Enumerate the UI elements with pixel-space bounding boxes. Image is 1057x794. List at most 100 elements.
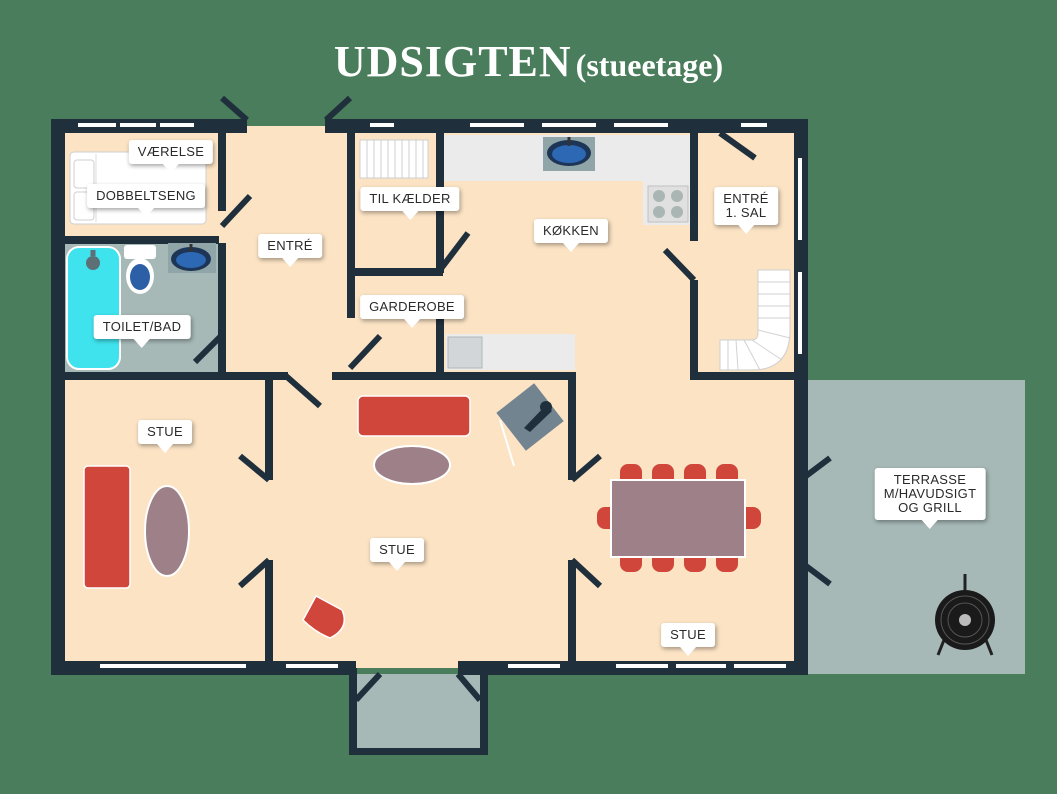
sofa-icon <box>357 395 471 437</box>
door <box>570 453 602 483</box>
wall-stair-hall-top <box>690 133 698 241</box>
lamp-joint <box>540 401 552 413</box>
door <box>323 95 353 123</box>
label-toilet-bad: TOILET/BAD <box>93 315 191 348</box>
wall-bath-entry <box>218 243 226 379</box>
stove-top <box>647 185 689 223</box>
wall-living-left-top <box>265 378 273 480</box>
wall-cellar-left <box>347 133 355 269</box>
wall-dining-top <box>568 378 576 480</box>
toilet-tank <box>124 245 156 259</box>
sofa-left <box>83 465 131 589</box>
coffee-table-top <box>373 445 451 485</box>
title-main: UDSIGTEN <box>333 37 572 86</box>
grill-vent <box>959 614 971 626</box>
armchair-icon <box>302 594 345 639</box>
grill-ring <box>947 602 983 638</box>
dining-table <box>610 479 746 558</box>
kitchen-sink-water <box>552 145 586 163</box>
windows <box>78 123 802 668</box>
toilet-seat <box>130 264 150 290</box>
label-kokken: KØKKEN <box>534 219 608 252</box>
outer-wall-left <box>51 119 65 675</box>
pillow <box>73 159 95 189</box>
spiral-stair-steps <box>727 281 791 371</box>
sink-icon <box>168 243 216 273</box>
sofa-top <box>357 395 471 437</box>
wall-mid-center <box>332 372 576 380</box>
wall-mid-right <box>690 372 802 380</box>
grill-leg <box>936 639 946 656</box>
window <box>160 123 194 127</box>
door <box>718 130 757 161</box>
door <box>662 247 697 283</box>
dining-table-icon <box>597 464 761 572</box>
wall-wardrobe-left <box>347 276 355 318</box>
bath-sink-water <box>176 252 206 268</box>
door <box>284 373 322 409</box>
cellar-stairs <box>359 139 429 179</box>
window <box>616 664 668 668</box>
window <box>798 272 802 354</box>
fridge <box>447 336 483 369</box>
window <box>798 158 802 240</box>
porch-floor <box>356 674 480 750</box>
floorplan-title: UDSIGTEN (stueetage) <box>0 36 1057 87</box>
label-entre-1-sal: ENTRÉ 1. SAL <box>714 187 778 234</box>
window <box>470 123 524 127</box>
door <box>192 332 225 365</box>
outer-wall-right <box>794 119 808 675</box>
floor-lamp-icon <box>496 383 564 467</box>
title-subtitle: (stueetage) <box>575 47 724 83</box>
wall-dining-bottom <box>568 560 576 663</box>
door <box>569 557 603 589</box>
window <box>734 664 786 668</box>
doors <box>192 95 832 703</box>
label-stue-left: STUE <box>138 420 192 453</box>
bathtub-icon <box>66 246 121 370</box>
door <box>796 557 832 587</box>
door <box>347 333 383 371</box>
label-stue-center: STUE <box>370 538 424 571</box>
burner <box>671 206 683 218</box>
sink-icon <box>543 137 595 171</box>
wall-wardrobe-right <box>436 296 444 376</box>
wall-bedroom-entry <box>218 133 226 211</box>
staircase-icon <box>719 269 791 371</box>
lamp-table <box>496 383 564 451</box>
window <box>100 664 246 668</box>
cellar-stair-steps <box>366 140 424 178</box>
coffee-table-left <box>144 485 190 577</box>
coffee-table-icon <box>373 445 451 485</box>
label-garderobe: GARDEROBE <box>360 295 464 328</box>
stove-icon <box>647 185 689 223</box>
burner <box>653 190 665 202</box>
wall-stair-hall <box>690 280 698 376</box>
porch-wall-right <box>480 668 488 754</box>
door <box>219 193 253 229</box>
door <box>437 231 471 272</box>
door <box>353 671 383 703</box>
coffee-table-icon <box>144 485 190 577</box>
staircase-icon <box>359 139 429 179</box>
door <box>220 95 249 123</box>
burner <box>671 190 683 202</box>
window <box>542 123 596 127</box>
window <box>508 664 560 668</box>
window <box>370 123 394 127</box>
label-til-kaelder: TIL KÆLDER <box>360 187 460 220</box>
grill-icon <box>935 574 995 656</box>
door <box>237 557 272 589</box>
label-dobbeltseng: DOBBELTSENG <box>87 184 205 217</box>
toilet-icon <box>124 245 156 294</box>
window <box>741 123 767 127</box>
sofa-icon <box>83 465 131 589</box>
label-terrasse: TERRASSE M/HAVUDSIGT OG GRILL <box>874 468 986 529</box>
door <box>238 453 271 483</box>
porch-wall-bottom <box>349 748 488 755</box>
grill-ring <box>940 595 990 645</box>
lamp-stand <box>499 419 515 467</box>
wall-cellar-bottom <box>347 268 443 276</box>
wall-bed-bath <box>65 236 219 244</box>
